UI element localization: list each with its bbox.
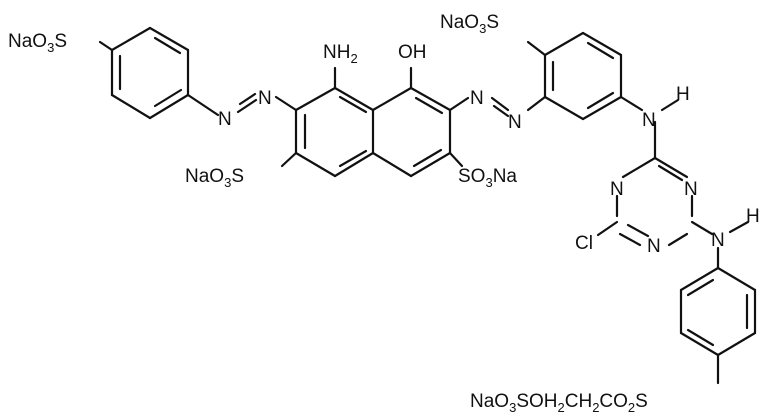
bond-azo-to-ring2 [526,95,547,112]
label-azo-left-n1: N [218,109,232,130]
label-so3na-naph-left: NaO3S [185,166,244,190]
label-azo-left-n2: N [258,88,272,109]
label-triazine-n-bottom: N [647,236,661,257]
label-azo-right-n1: N [470,88,484,109]
bottom-benzene-ring [679,266,757,357]
middle-benzene-ring [543,31,623,121]
bond-to-so3na-left [280,151,298,168]
label-so3na-right-top: NaO3S [440,12,499,36]
left-benzene-ring [110,26,190,120]
label-so3na-left-top: NaO3S [8,31,67,55]
label-nh2: NH2 [323,42,358,66]
label-triazine-n-right: N [684,179,698,200]
naphthalene-core [294,86,452,178]
label-nh-upper-h: H [676,84,690,105]
bond-ring2-to-so3 [526,40,547,57]
azo-right-bond [490,96,510,112]
bond-triazine-to-cl [596,220,619,237]
triazine-ring [615,156,694,247]
bond-ring-to-so3 [98,40,114,52]
label-nh-upper-n: N [642,110,656,131]
azo-left-bond [236,98,258,114]
bond-n-h-upper [660,98,680,112]
label-nh-lower-h: H [746,206,760,227]
label-oh: OH [398,42,427,63]
label-azo-right-n2: N [508,112,522,133]
label-nh-lower-n: N [711,230,725,251]
label-so3na-naph-right: SO3Na [458,166,517,190]
bond-to-so3na-right [448,151,464,168]
label-cl: Cl [575,233,593,254]
bond-ring-to-azo [186,93,220,117]
bond-azo-to-naph [274,95,298,112]
label-bottom-chain: NaO3SOH2CH2CO2S [470,391,648,415]
bond-naph-to-azo [448,96,470,112]
bond-ring2-to-nh [619,95,644,112]
label-triazine-n-left: N [610,179,624,200]
bond-triazine-to-nh [690,220,714,236]
bond-n-h-lower [728,220,750,234]
